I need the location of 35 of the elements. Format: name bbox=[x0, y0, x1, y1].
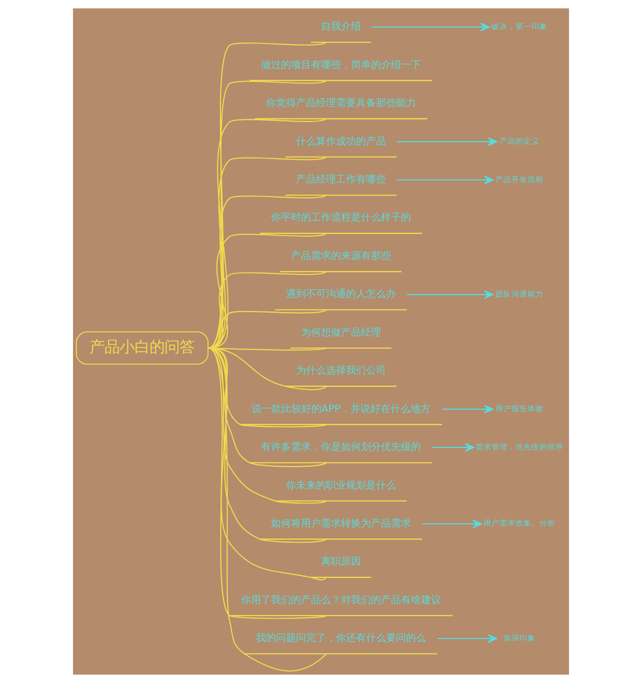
node-text: 破冰，第一印象 bbox=[491, 22, 548, 31]
arrow bbox=[396, 176, 494, 184]
node-text: 遇到不可沟通的人怎么办 bbox=[285, 289, 396, 300]
arrow bbox=[406, 290, 493, 299]
node-text: 为何想做产品经理 bbox=[300, 327, 380, 338]
arrow bbox=[422, 519, 482, 528]
connector bbox=[207, 348, 326, 672]
node-text: 我的问题问完了，你还有什么要问的么 bbox=[255, 633, 426, 644]
node-text: 做过的项目有哪些，简单的介绍一下 bbox=[260, 60, 420, 71]
node-text: 自我介绍 bbox=[320, 22, 360, 33]
node-text: 团队沟通能力 bbox=[495, 289, 544, 298]
node-text: 产品需求的来源有那些 bbox=[290, 250, 390, 262]
node-text: 加深印象 bbox=[503, 633, 536, 642]
node-text: 产品经理工作有哪些 bbox=[295, 174, 386, 186]
node-text: 什么算作成功的产品 bbox=[295, 136, 386, 148]
arrow bbox=[396, 137, 497, 146]
node-text: 如何将用户需求转换为产品需求 bbox=[270, 518, 410, 530]
node-box: 产品小白的问答 bbox=[75, 331, 208, 365]
arrow bbox=[370, 22, 490, 32]
node-text: 产品开发流程 bbox=[495, 174, 544, 184]
node-text: 有许多需求，你是如何划分优先级的 bbox=[260, 442, 420, 454]
arrow bbox=[432, 443, 474, 452]
node-text: 说一款比较好的APP，并说好在什么地方 bbox=[250, 404, 430, 415]
node-text: 产品的定义 bbox=[499, 136, 540, 146]
node-text: 你未来的职业规划是什么 bbox=[285, 480, 396, 492]
node-text: 离职原因 bbox=[320, 556, 360, 568]
node-text: 你觉得产品经理需要具备那些能力 bbox=[265, 98, 416, 110]
node-text: 你用了我们的产品么？对我们的产品有啥建议 bbox=[240, 594, 440, 606]
node-text: 用户需求收集、分析 bbox=[483, 518, 556, 528]
node-text: 为什么选择我们公司 bbox=[295, 366, 386, 377]
node-text: 需求管理，优先级的排序 bbox=[475, 442, 564, 452]
node-text: 用户报告体验 bbox=[495, 404, 544, 414]
arrow bbox=[442, 404, 493, 414]
arrow bbox=[437, 634, 497, 643]
node-text: 你平时的工作流程是什么样子的 bbox=[270, 212, 410, 224]
